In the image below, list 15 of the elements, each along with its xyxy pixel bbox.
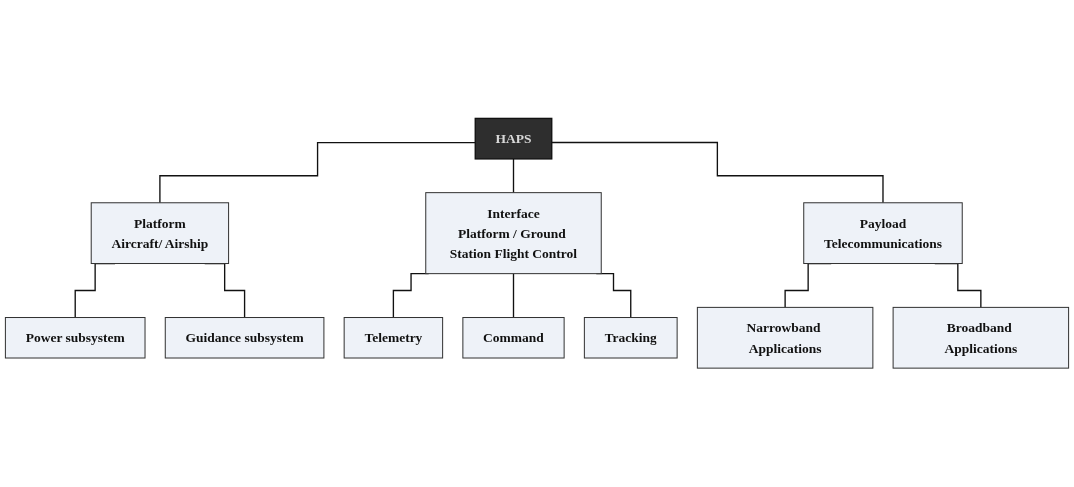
node-box: Platform Aircraft/ Airship bbox=[90, 202, 230, 265]
node-box: Narrowband Applications bbox=[696, 307, 874, 369]
node-box: Interface Platform / Ground Station Flight Control bbox=[425, 192, 602, 275]
node-box: Payload Telecommunications bbox=[803, 202, 963, 265]
node-box: Command bbox=[462, 317, 565, 359]
node-box: Telemetry bbox=[343, 317, 444, 359]
node-box: HAPS bbox=[474, 117, 553, 160]
node-box: Tracking bbox=[583, 317, 678, 359]
connector bbox=[159, 142, 476, 204]
node-box: Power subsystem bbox=[4, 317, 146, 359]
node-box: Broadband Applications bbox=[892, 307, 1070, 369]
node-box: Guidance subsystem bbox=[164, 317, 325, 359]
connector bbox=[551, 142, 884, 204]
connector bbox=[512, 158, 515, 194]
connector bbox=[512, 273, 515, 319]
